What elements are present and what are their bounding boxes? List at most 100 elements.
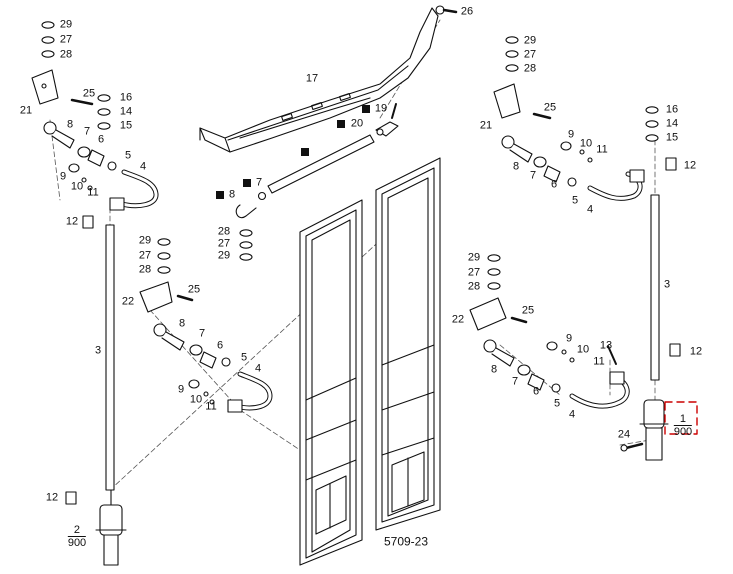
- part-number: 3: [663, 278, 671, 291]
- part-number: 27: [59, 33, 73, 46]
- right-cylinder-fraction: 1 900: [673, 413, 693, 438]
- left-lower-washers: [157, 238, 171, 274]
- right-upper-ball-joint: [501, 135, 577, 187]
- part-number: 4: [254, 362, 262, 375]
- right-upper-small-parts: [560, 141, 593, 163]
- part-number: 13: [599, 339, 613, 352]
- right-cylinder: [639, 399, 669, 461]
- right-lower-small-parts: [546, 341, 617, 365]
- right-lower-washers: [487, 254, 501, 290]
- right-upper-washers-right: [645, 106, 659, 142]
- part-number: 5: [124, 149, 132, 162]
- right-lower-bracket: [469, 297, 528, 331]
- part-number: 25: [543, 101, 557, 114]
- part-number: 4: [586, 203, 594, 216]
- bolt-24: [620, 442, 644, 452]
- left-pin-12-lower: [65, 491, 77, 505]
- part-number: 11: [87, 186, 99, 199]
- fraction-denominator: 900: [673, 426, 693, 438]
- part-number: 9: [565, 332, 573, 345]
- part-number: 28: [523, 62, 537, 75]
- part-number: 10: [70, 180, 84, 193]
- part-number: 28: [467, 280, 481, 293]
- part-number: 28: [217, 225, 231, 238]
- center-tie-rod: [235, 103, 399, 219]
- part-number: 14: [119, 105, 133, 118]
- part-number: 10: [189, 393, 203, 406]
- drawing-code: 5709-23: [383, 534, 429, 549]
- part-number: 11: [205, 400, 217, 413]
- replacement-marker: [337, 120, 345, 128]
- part-number: 10: [579, 137, 593, 150]
- part-number: 27: [523, 48, 537, 61]
- left-upper-ball-joint: [43, 121, 117, 171]
- left-upper-washers-right: [97, 94, 111, 130]
- part-number: 29: [467, 251, 481, 264]
- part-number: 8: [66, 118, 74, 131]
- left-cylinder-fraction: 2 900: [67, 524, 87, 549]
- part-number: 26: [460, 5, 474, 18]
- part-number: 17: [305, 72, 319, 85]
- part-number: 19: [374, 102, 388, 115]
- bolt-26: [435, 5, 458, 15]
- part-number: 29: [59, 18, 73, 31]
- replacement-marker: [216, 191, 224, 199]
- part-number: 4: [139, 160, 147, 173]
- part-number: 7: [529, 169, 537, 182]
- right-upper-link-arm: [587, 169, 645, 201]
- left-lower-small-parts: [188, 379, 215, 405]
- left-cylinder: [95, 489, 127, 566]
- part-number: 12: [683, 159, 697, 172]
- part-number: 7: [83, 125, 91, 138]
- part-number: 9: [59, 170, 67, 183]
- right-lower-ball-joint: [483, 339, 561, 393]
- door-frame-left: [299, 199, 363, 566]
- replacement-marker: [362, 105, 370, 113]
- right-upper-washers: [505, 36, 519, 72]
- part-number: 20: [350, 117, 364, 130]
- part-number: 4: [568, 408, 576, 421]
- part-number: 8: [490, 363, 498, 376]
- fraction-numerator: 2: [67, 524, 87, 537]
- right-lower-link-arm: [569, 371, 630, 409]
- part-number: 6: [550, 178, 558, 191]
- part-number: 22: [121, 295, 135, 308]
- part-number: 25: [187, 283, 201, 296]
- replacement-marker: [301, 148, 309, 156]
- part-number: 27: [217, 237, 231, 250]
- part-number: 15: [119, 119, 133, 132]
- part-number: 22: [451, 313, 465, 326]
- part-number: 25: [521, 304, 535, 317]
- part-number: 11: [596, 143, 608, 156]
- right-vertical-rod-3: [650, 194, 660, 381]
- left-vertical-rod-3: [105, 224, 115, 491]
- part-number: 12: [689, 345, 703, 358]
- part-number: 3: [94, 344, 102, 357]
- part-number: 9: [177, 383, 185, 396]
- part-number: 16: [665, 103, 679, 116]
- left-upper-link-arm: [109, 169, 159, 211]
- part-number: 7: [198, 327, 206, 340]
- part-number: 8: [228, 188, 236, 201]
- door-frame-right: [375, 157, 441, 531]
- left-lower-bracket: [139, 281, 194, 313]
- part-number: 5: [553, 397, 561, 410]
- left-lower-ball-joint: [153, 323, 231, 369]
- left-pin-12-upper: [82, 215, 94, 229]
- part-number: 10: [576, 343, 590, 356]
- left-upper-washers: [41, 21, 55, 58]
- part-number: 25: [82, 87, 96, 100]
- right-pin-12-lower: [669, 343, 681, 357]
- fraction-denominator: 900: [67, 537, 87, 549]
- top-cross-bar: [199, 7, 439, 153]
- part-number: 6: [216, 339, 224, 352]
- replacement-marker: [243, 179, 251, 187]
- part-number: 21: [19, 104, 33, 117]
- part-number: 9: [567, 128, 575, 141]
- part-number: 11: [593, 355, 605, 368]
- part-number: 28: [59, 48, 73, 61]
- part-number: 12: [65, 215, 79, 228]
- part-number: 27: [467, 266, 481, 279]
